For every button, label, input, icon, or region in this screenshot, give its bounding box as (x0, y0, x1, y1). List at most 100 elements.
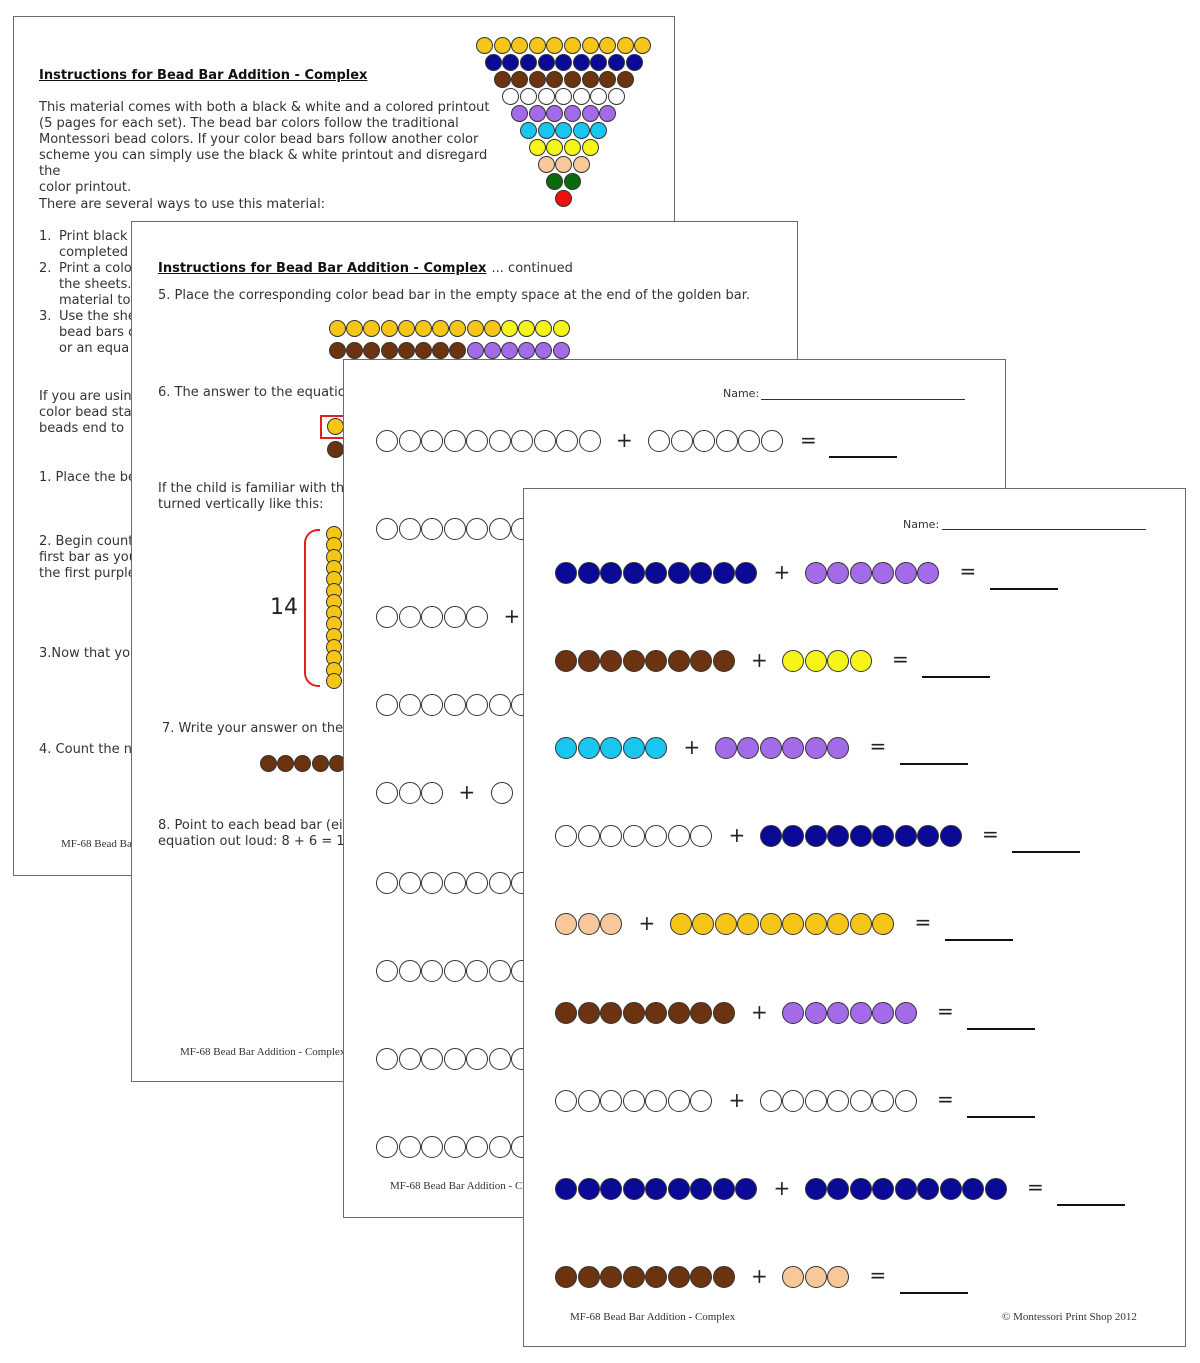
page2-step-8: 8. Point to each bead bar (ei equation o… (158, 818, 357, 850)
bead-gold (714, 913, 737, 935)
answer-blank (1012, 851, 1080, 853)
bead-brown (346, 342, 363, 359)
bead-purple (894, 1002, 917, 1024)
bead-white (782, 1090, 804, 1112)
bead-brown (577, 1266, 600, 1288)
bead-brown (690, 650, 712, 672)
triangle-bead-white (502, 88, 519, 105)
triangle-bead-gold (476, 37, 493, 54)
bead-brown (667, 1266, 690, 1288)
bead-darkblue (894, 1178, 917, 1200)
bead-white (488, 1136, 511, 1158)
bead-cyan (622, 737, 645, 759)
bead-yellow (518, 320, 535, 337)
bead-peach (555, 913, 577, 935)
bead-white (670, 430, 693, 452)
answer-blank (944, 939, 1013, 941)
triangle-bead-white (590, 88, 607, 105)
triangle-bead-gold (511, 37, 528, 54)
bead-white (760, 430, 783, 452)
bead-brown (622, 650, 645, 672)
equals-sign: = (914, 910, 932, 934)
bead-white (376, 960, 398, 982)
triangle-bead-white (573, 88, 590, 105)
bead-darkblue (690, 1178, 712, 1200)
bead-brown (667, 650, 690, 672)
bead-brown (555, 650, 577, 672)
step8-line: 8. Point to each bead bar (ei (158, 818, 343, 833)
bead-white (376, 1048, 398, 1070)
bead-white (421, 1048, 443, 1070)
triangle-bead-darkblue (573, 54, 590, 71)
triangle-bead-darkblue (485, 54, 502, 71)
bead-white (533, 430, 556, 452)
bead-gold (484, 320, 501, 337)
bead-darkblue (555, 562, 577, 584)
bead-gold (381, 320, 398, 337)
bead-white (577, 1090, 600, 1112)
bead-brown (277, 755, 294, 772)
bead-purple (917, 562, 939, 584)
bead-peach (600, 913, 622, 935)
page2-step-5: 5. Place the corresponding color bead ba… (158, 288, 751, 303)
bead-white (488, 430, 511, 452)
plus-sign: + (503, 604, 521, 628)
page2-heading-row: Instructions for Bead Bar Addition - Com… (158, 257, 573, 277)
bead-white (738, 430, 760, 452)
bead-peach (577, 913, 600, 935)
bead-brown (622, 1266, 645, 1288)
bead-gold (415, 320, 432, 337)
page1-ways-text: There are several ways to use this mater… (39, 197, 326, 212)
equals-sign: = (937, 999, 954, 1023)
bead-brown (329, 342, 346, 359)
bead-darkblue (804, 825, 827, 847)
bead-purple (737, 737, 759, 759)
triangle-bead-white (608, 88, 625, 105)
page4-footer-right: © Montessori Print Shop 2012 (1002, 1311, 1137, 1323)
worksheet-rows: +=+=+=+=+=+=+=+=+= (524, 489, 1185, 1346)
bead-white (556, 430, 578, 452)
bead-darkblue (939, 825, 962, 847)
bead-white (398, 694, 421, 716)
triangle-bead-cyan (538, 122, 555, 139)
bead-gold (804, 913, 827, 935)
bead-brown (622, 1002, 645, 1024)
bead-white (645, 1090, 667, 1112)
bead-purple (782, 737, 804, 759)
bead-darkblue (577, 1178, 600, 1200)
triangle-bead-gold (546, 37, 563, 54)
bead-white (376, 872, 398, 894)
plus-sign: + (773, 560, 791, 584)
bead-purple (872, 1002, 894, 1024)
page1-step-2: 2. Begin count first bar as you the firs… (39, 534, 137, 582)
bead-gold (398, 320, 415, 337)
bead-brown (645, 1266, 667, 1288)
answer-blank (967, 1116, 1035, 1118)
triangle-bead-brown (564, 71, 581, 88)
bead-white (466, 1048, 488, 1070)
bead-yellow (782, 650, 804, 672)
bead-white (376, 1136, 398, 1158)
intro-line: (5 pages for each set). The bead bar col… (39, 116, 459, 131)
bead-white (421, 518, 443, 540)
triangle-bead-brown (546, 71, 563, 88)
triangle-bead-yellow (529, 139, 546, 156)
bead-gold (449, 320, 466, 337)
step-line: 2. Begin count (39, 534, 134, 549)
bead-purple (804, 737, 827, 759)
para-line: beads end to (39, 421, 125, 436)
familiar-line: turned vertically like this: (158, 497, 324, 512)
bead-yellow (553, 320, 570, 337)
answer-blank (899, 763, 968, 765)
bead-white (398, 782, 421, 804)
bead-purple (872, 562, 894, 584)
triangle-bead-darkblue (590, 54, 607, 71)
triangle-bead-cyan (555, 122, 572, 139)
bead-white (488, 518, 511, 540)
bead-white (443, 518, 466, 540)
name-label: Name: (903, 518, 940, 531)
list-number: 3. (39, 309, 52, 324)
bead-darkblue (872, 1178, 894, 1200)
list-line: completed (59, 245, 128, 260)
bead-white (466, 872, 488, 894)
